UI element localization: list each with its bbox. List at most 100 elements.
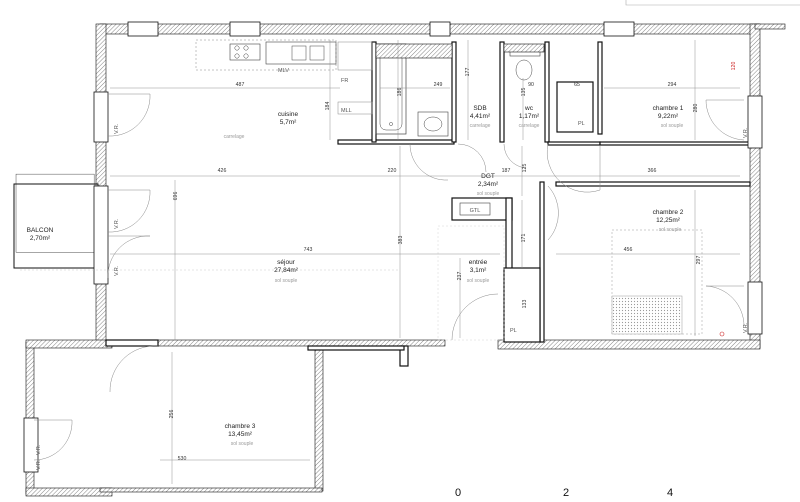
mll-label: MLL (341, 108, 352, 114)
dim-366: 366 (648, 168, 657, 174)
vr1-label: V.R. (114, 123, 120, 134)
cuisine-floor: carrelage (224, 134, 245, 140)
chambre2-bed (611, 229, 703, 335)
scale-2: 2 (563, 487, 569, 499)
outer-walls (25, 23, 786, 497)
dim-177: 177 (465, 68, 471, 77)
fixture-labels: MLV FR MLL PL PL GTL V.R. V.R. V.R. V.R.… (36, 68, 749, 470)
sejour-floor: sol souple (275, 278, 298, 284)
chambre3-area: 13,45m² (228, 431, 253, 438)
windows (23, 21, 763, 473)
scale-4: 4 (667, 487, 673, 499)
scale-bar: 0 2 4 (455, 487, 673, 499)
room-chambre1: chambre 1 9,22m² sol souple (653, 105, 684, 129)
dim-297: 297 (696, 256, 702, 265)
entree-zone (437, 225, 505, 341)
wc-upper-hatch (503, 43, 545, 53)
gtl-box (459, 202, 491, 216)
dim-90: 90 (528, 82, 534, 88)
wc-name: wc (524, 105, 534, 112)
dimension-texts: 487 184 186 249 177 135 90 65 294 120 28… (169, 62, 737, 462)
dim-743: 743 (304, 247, 313, 253)
chambre2-area: 12,25m² (656, 217, 681, 224)
dgt-area: 2,34m² (478, 181, 499, 188)
cuisine-name: cuisine (278, 111, 299, 118)
chambre1-area: 9,22m² (658, 113, 679, 120)
sejour-area: 27,84m² (274, 267, 299, 274)
washbasin (417, 111, 449, 137)
dim-135: 135 (521, 88, 527, 97)
vr5-label: V.R. (743, 322, 749, 333)
room-sejour: séjour 27,84m² sol souple (274, 259, 299, 284)
dim-65: 65 (574, 82, 580, 88)
dgt-name: DGT (481, 173, 495, 180)
chambre1-name: chambre 1 (653, 105, 684, 112)
vr2-label: V.R. (114, 218, 120, 229)
door-swings (33, 93, 745, 461)
chambre3-floor: sol souple (231, 441, 254, 447)
chambre2-floor: sol souple (659, 227, 682, 233)
entree-area: 3,1m² (470, 267, 487, 274)
entree-floor: sol souple (467, 278, 490, 284)
pl1-label: PL (578, 121, 585, 127)
kitchen-counter (195, 39, 373, 115)
dim-187: 187 (502, 168, 511, 174)
balcon-area: 2,70m² (30, 235, 51, 242)
dim-125: 125 (522, 164, 528, 173)
dim-171: 171 (521, 234, 527, 243)
room-entree: entrée 3,1m² sol souple (467, 259, 490, 284)
dim-280: 280 (693, 104, 699, 113)
dim-456: 456 (624, 247, 633, 253)
room-sdb: SDB 4,41m² carrelage (470, 105, 491, 129)
cuisine-area: 5,7m² (280, 119, 297, 126)
dimension-lines (20, 40, 740, 484)
red-marker (719, 331, 725, 337)
room-dgt: DGT 2,34m² sol souple (477, 173, 500, 197)
dim-249: 249 (434, 82, 443, 88)
wc-area: 1,17m² (519, 113, 540, 120)
dim-294: 294 (668, 82, 677, 88)
dim-383: 383 (398, 236, 404, 245)
room-chambre2: chambre 2 12,25m² sol souple (653, 209, 684, 233)
dim-184: 184 (325, 102, 331, 111)
chambre2-name: chambre 2 (653, 209, 684, 216)
sdb-area: 4,41m² (470, 113, 491, 120)
dim-256: 256 (169, 410, 175, 419)
fr-label: FR (341, 78, 348, 84)
dim-487: 487 (236, 82, 245, 88)
pl2-label: PL (510, 328, 517, 334)
frame-corner (625, 0, 800, 6)
dgt-floor: sol souple (477, 191, 500, 197)
balcon-name: BALCON (27, 227, 54, 234)
dim-237: 237 (457, 272, 463, 281)
dim-120: 120 (731, 62, 737, 71)
vr4-label: V.R. (743, 127, 749, 138)
bathroom-upper-hatch (375, 43, 453, 59)
dim-530: 530 (178, 456, 187, 462)
room-wc: wc 1,17m² carrelage (519, 105, 540, 129)
vr6-label: V.R. (36, 459, 42, 470)
chambre3-name: chambre 3 (225, 423, 256, 430)
mlv-label: MLV (278, 68, 289, 74)
room-cuisine: cuisine 5,7m² carrelage (224, 111, 299, 140)
scale-0: 0 (455, 487, 461, 499)
dim-186: 186 (397, 88, 403, 97)
dim-696: 696 (173, 192, 179, 201)
vr7-label: V.R. (36, 444, 42, 455)
sdb-name: SDB (473, 105, 486, 112)
vr3-label: V.R. (114, 265, 120, 276)
balcon-inner (15, 173, 95, 253)
gtl-label: GTL (470, 208, 481, 214)
dim-220: 220 (388, 168, 397, 174)
wc-floor: carrelage (519, 123, 540, 129)
sejour-name: séjour (277, 259, 296, 266)
balcon-outline (13, 183, 99, 269)
entree-name: entrée (469, 259, 488, 266)
sdb-floor: carrelage (470, 123, 491, 129)
room-balcon: BALCON 2,70m² (27, 227, 54, 242)
room-chambre3: chambre 3 13,45m² sol souple (225, 423, 256, 447)
chambre1-floor: sol souple (661, 123, 684, 129)
dim-426: 426 (218, 168, 227, 174)
dim-133: 133 (522, 300, 528, 309)
